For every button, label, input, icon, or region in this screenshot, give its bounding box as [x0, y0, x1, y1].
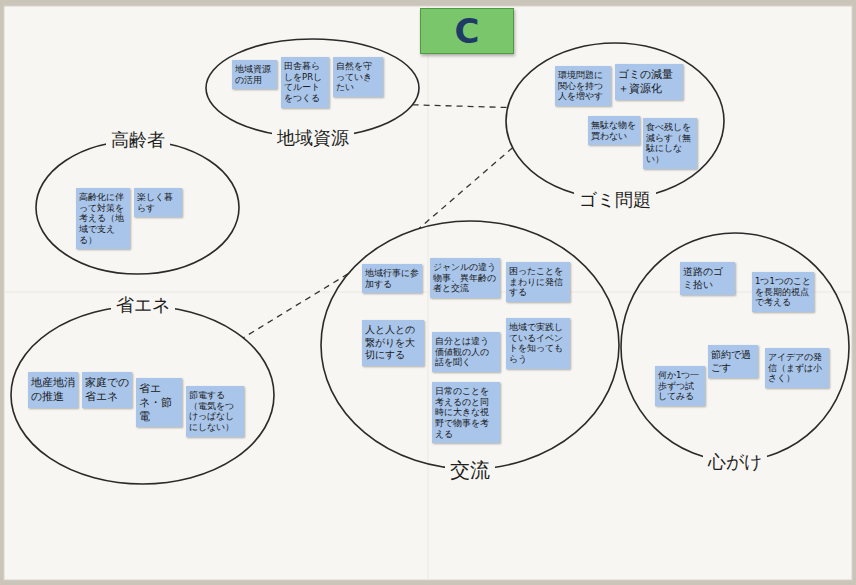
sticky-note: 地域行事に参加する	[362, 264, 422, 293]
sticky-note: 自分とは違う価値観の人の話を聞く	[432, 332, 500, 372]
dashed-connector	[243, 274, 348, 338]
circle-line	[506, 43, 724, 199]
group-circle: 地域資源地域資源の活用田舎暮らしをPRしてルートをつくる自然を守っていきたい	[205, 38, 420, 138]
note-text: 省エネ・節電	[139, 382, 179, 423]
sticky-note: 1つ1つのことを長期的視点で考える	[752, 272, 814, 312]
sticky-note: 高齢化に伴って対策を考える（地域で支える）	[76, 188, 130, 249]
note-text: 日常のことを考えるのと同時に大きな視野で物事を考える	[435, 386, 497, 439]
group-heading: ゴミ問題	[574, 189, 656, 211]
group-card: C	[420, 8, 514, 54]
sticky-note: ゴミの減量＋資源化	[615, 64, 683, 100]
sticky-note: 人と人との繋がりを大切にする	[362, 320, 424, 366]
sticky-note: 家庭での省エネ	[82, 372, 132, 408]
note-text: 田舎暮らしをPRしてルートをつくる	[284, 61, 326, 104]
note-text: 困ったことをまわりに発信する	[509, 266, 567, 298]
sticky-note: 日常のことを考えるのと同時に大きな視野で物事を考える	[432, 382, 500, 443]
note-text: 節電する（電気をつけっぱなしにしない）	[189, 390, 241, 433]
paper-fold	[428, 6, 429, 580]
note-text: 人と人との繋がりを大切にする	[365, 324, 421, 362]
group-heading: 高齢者	[106, 129, 170, 151]
circle-line	[11, 306, 274, 484]
note-text: 地域資源の活用	[235, 64, 274, 85]
circle-line	[621, 233, 849, 461]
group-heading: 心がけ	[703, 451, 767, 473]
sticky-note: 道路のゴミ拾い	[680, 262, 735, 295]
sticky-note: 節約で過ごす	[708, 345, 758, 378]
group-circle: 心がけ道路のゴミ拾い1つ1つのことを長期的視点で考える節約で過ごす何か1つ一歩ず…	[620, 232, 850, 462]
sticky-note: 省エネ・節電	[136, 378, 182, 427]
circle-line	[206, 39, 419, 137]
note-text: 自然を守っていきたい	[336, 61, 380, 93]
group-circle: 交流地域行事に参加するジャンルの違う物事、異年齢の者と交流困ったことをまわりに発…	[320, 220, 620, 470]
note-text: 家庭での省エネ	[85, 376, 129, 404]
sticky-note: 困ったことをまわりに発信する	[506, 262, 570, 302]
dashed-connector	[413, 105, 508, 108]
sticky-note: 田舎暮らしをPRしてルートをつくる	[281, 57, 329, 108]
note-text: 節約で過ごす	[711, 349, 755, 374]
sticky-note: 何か1つ一歩ずつ試してみる	[655, 366, 705, 406]
circle-line	[321, 221, 619, 469]
note-text: 高齢化に伴って対策を考える（地域で支える）	[79, 192, 127, 245]
sticky-note: 地域で実践しているイベントを知ってもらう	[506, 318, 570, 369]
note-text: 地産地消の推進	[31, 376, 75, 404]
note-text: 地域で実践しているイベントを知ってもらう	[509, 322, 567, 365]
sticky-note: 自然を守っていきたい	[333, 57, 383, 97]
paper	[4, 6, 852, 580]
sticky-note: 節電する（電気をつけっぱなしにしない）	[186, 386, 244, 437]
note-text: アイデアの発信（まずは小さく）	[768, 352, 826, 384]
group-circle: 省エネ地産地消の推進家庭での省エネ省エネ・節電節電する（電気をつけっぱなしにしな…	[10, 305, 275, 485]
note-text: 何か1つ一歩ずつ試してみる	[658, 370, 702, 402]
sticky-note: 環境問題に関心を持つ人を増やす	[555, 66, 611, 106]
note-text: 楽しく暮らす	[137, 192, 179, 213]
group-circle: ゴミ問題環境問題に関心を持つ人を増やすゴミの減量＋資源化無駄な物を買わない食べ残…	[505, 42, 725, 200]
group-heading: 省エネ	[111, 294, 175, 316]
note-text: 道路のゴミ拾い	[683, 266, 732, 291]
sticky-note: 地産地消の推進	[28, 372, 78, 408]
dashed-connector	[419, 148, 513, 229]
group-heading: 交流	[445, 458, 495, 482]
sticky-note: ジャンルの違う物事、異年齢の者と交流	[430, 258, 500, 298]
group-circle: 高齢者高齢化に伴って対策を考える（地域で支える）楽しく暮らす	[35, 140, 240, 275]
sticky-note: 地域資源の活用	[232, 60, 277, 89]
note-text: ジャンルの違う物事、異年齢の者と交流	[433, 262, 497, 294]
sticky-note: 楽しく暮らす	[134, 188, 182, 217]
sticky-note: 食べ残しを減らす（無駄にしない）	[643, 118, 697, 169]
note-text: 環境問題に関心を持つ人を増やす	[558, 70, 608, 102]
note-text: 無駄な物を買わない	[591, 120, 637, 141]
note-text: 地域行事に参加する	[365, 268, 419, 289]
circle-line	[36, 141, 239, 274]
note-text: 自分とは違う価値観の人の話を聞く	[435, 336, 497, 368]
note-text: ゴミの減量＋資源化	[618, 68, 680, 96]
card-letter: C	[455, 14, 480, 48]
group-heading: 地域資源	[272, 127, 354, 149]
note-text: 食べ残しを減らす（無駄にしない）	[646, 122, 694, 165]
sticky-note: 無駄な物を買わない	[588, 116, 640, 145]
sticky-note: アイデアの発信（まずは小さく）	[765, 348, 829, 388]
note-text: 1つ1つのことを長期的視点で考える	[755, 276, 811, 308]
